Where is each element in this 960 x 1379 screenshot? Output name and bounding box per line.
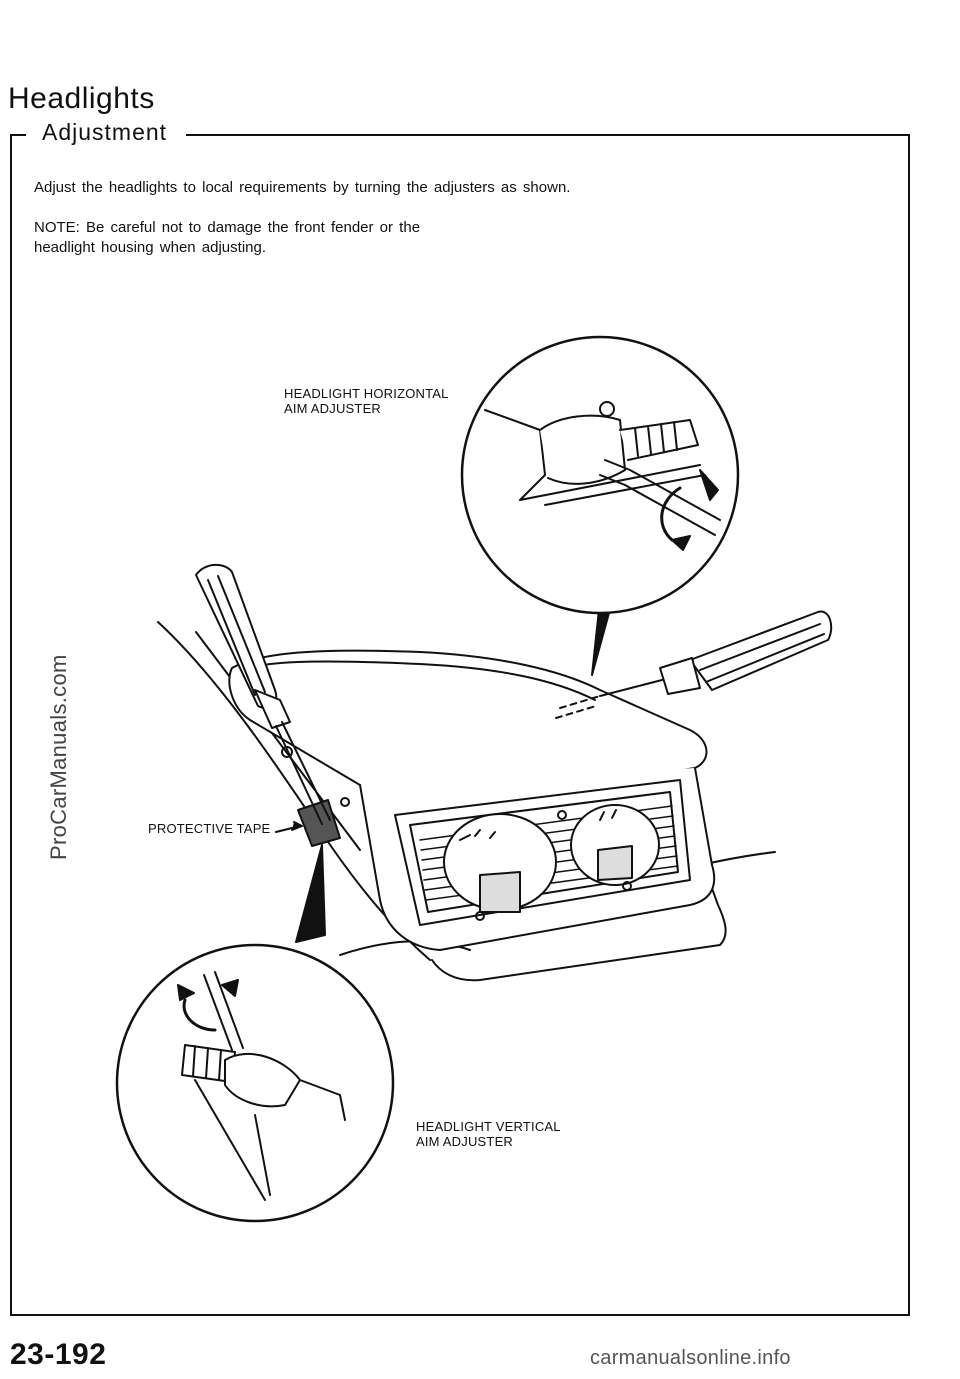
- horizontal-adjuster-label-line1: HEADLIGHT HORIZONTAL: [284, 386, 449, 401]
- protective-tape-label: PROTECTIVE TAPE: [148, 821, 271, 836]
- subsection-title: Adjustment: [42, 119, 168, 145]
- horizontal-adjuster-label-line2: AIM ADJUSTER: [284, 401, 382, 416]
- section-title: Headlights: [8, 82, 155, 115]
- vertical-screwdriver: [195, 563, 350, 825]
- footer-watermark-url: carmanualsonline.info: [590, 1347, 791, 1369]
- headlight-lenses: [443, 804, 660, 921]
- horizontal-adjuster-detail: [460, 335, 740, 615]
- vertical-adjuster-detail: [115, 943, 395, 1223]
- page-number: 23-192: [10, 1338, 107, 1371]
- callout-pointers: [295, 599, 613, 943]
- content-frame: [10, 134, 910, 1316]
- frame-top-right-rule: [186, 134, 910, 136]
- instruction-text: Adjust the headlights to local requireme…: [34, 179, 571, 196]
- vertical-adjuster-label-line2: AIM ADJUSTER: [416, 1134, 514, 1149]
- vertical-adjuster-label-line1: HEADLIGHT VERTICAL: [416, 1119, 561, 1134]
- horizontal-screwdriver: [555, 610, 833, 719]
- note-text: NOTE: Be careful not to damage the front…: [34, 219, 421, 256]
- protective-tape: [275, 799, 341, 847]
- side-watermark: ProCarManuals.com: [46, 654, 71, 860]
- headlight-housing: [228, 649, 716, 951]
- frame-top-left-rule: [10, 134, 26, 136]
